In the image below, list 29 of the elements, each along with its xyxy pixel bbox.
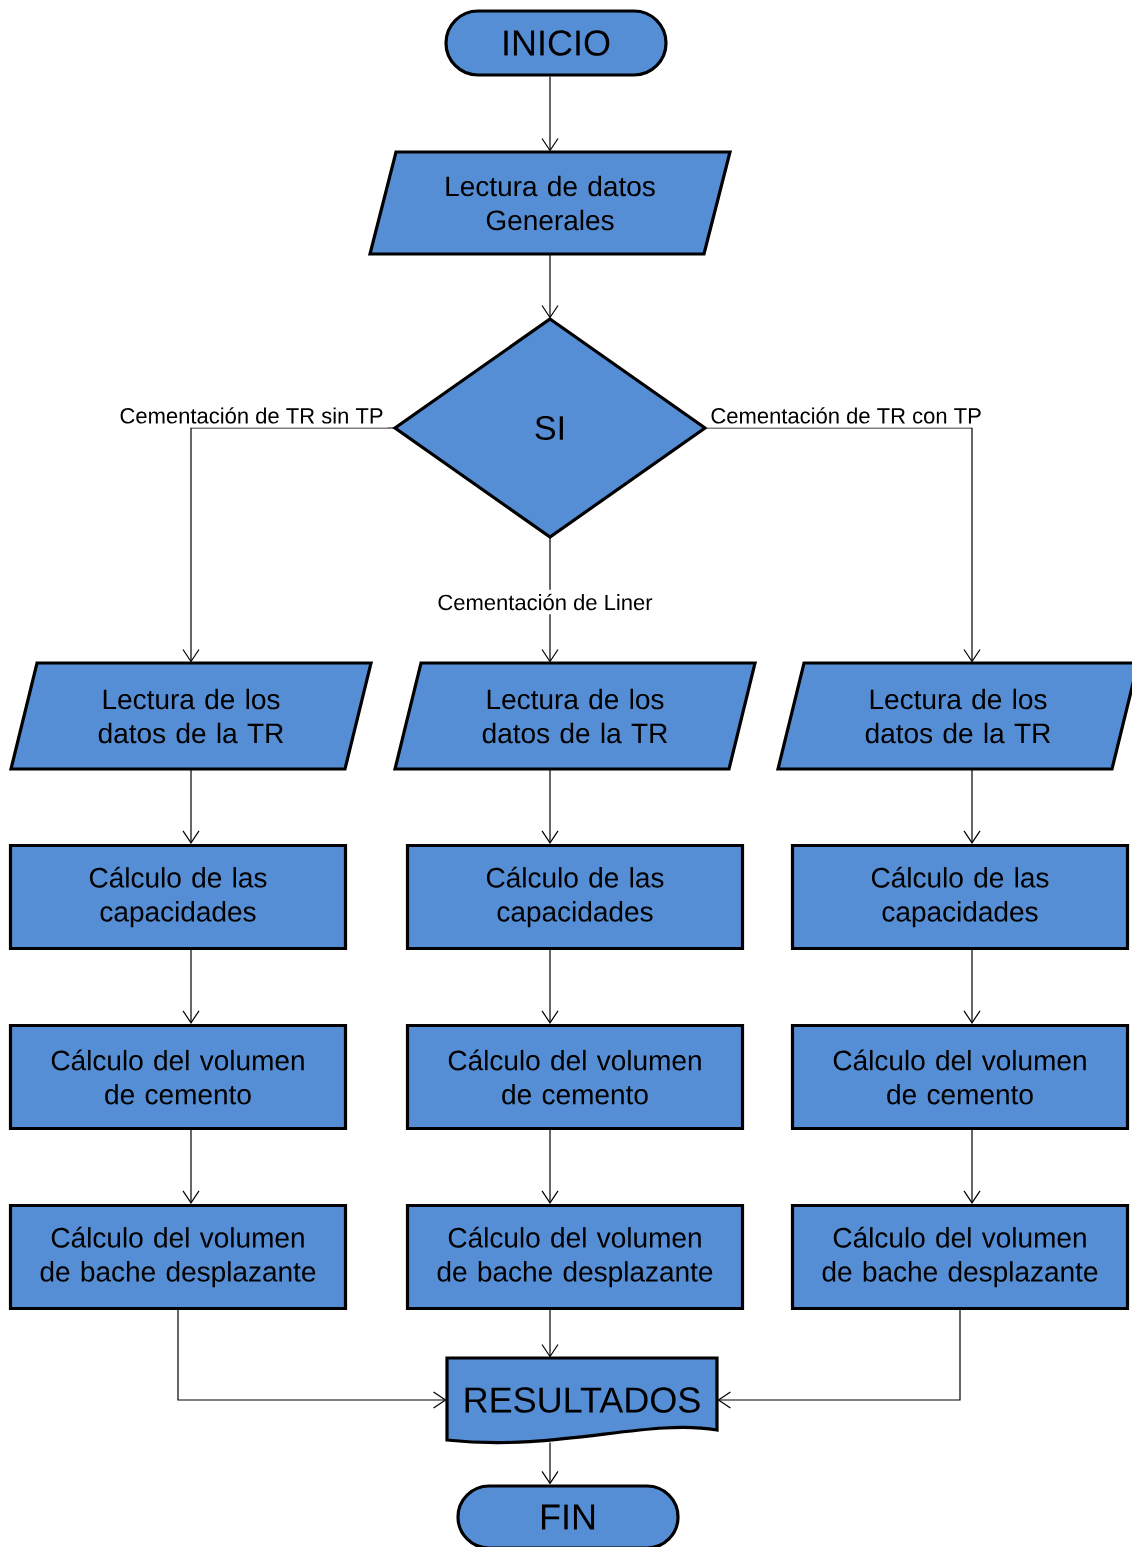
arrow [963,768,981,844]
arrow [717,1309,961,1409]
process-box: Cálculo del volumen de cemento [8,1023,348,1131]
process-box: Cálculo de las capacidades [8,843,348,951]
arrow [541,76,559,152]
arrow [963,1129,981,1204]
edge-label: Cementación de TR sin TP [115,403,388,428]
process-box: Cálculo del volumen de bache desplazante [405,1203,745,1311]
process-box: Cálculo de las capacidades [405,843,745,951]
arrow [541,1129,559,1204]
arrow [182,1129,200,1204]
arrow [704,427,981,663]
process-box: Cálculo del volumen de cemento [790,1023,1130,1131]
arrow [541,1441,559,1485]
arrow [182,949,200,1024]
edge-label: Cementación de TR con TP [706,403,986,428]
process-box: Cálculo del volumen de cemento [405,1023,745,1131]
arrow [541,768,559,844]
arrow [963,949,981,1024]
arrow [541,949,559,1024]
arrow [541,1309,559,1358]
arrow [177,1309,447,1409]
edge-label: Cementación de Liner [433,589,657,615]
process-box: Cálculo de las capacidades [790,843,1130,951]
process-box: Cálculo del volumen de bache desplazante [790,1203,1130,1311]
process-box: Cálculo del volumen de bache desplazante [8,1203,348,1311]
arrow [182,768,200,844]
arrow [182,427,396,663]
arrow [541,253,559,319]
